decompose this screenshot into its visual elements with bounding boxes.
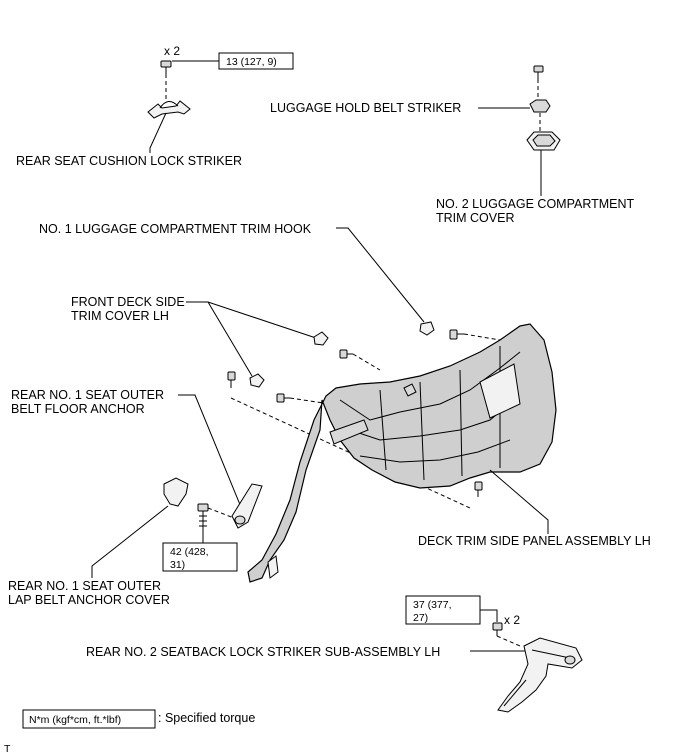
cushion-striker-leader: [149, 112, 167, 153]
corner-mark: T: [4, 743, 11, 755]
front-deck-side-trim-cover-label-line2: TRIM COVER LH: [71, 309, 169, 323]
no1-luggage-trim-hook-icon: [419, 321, 435, 336]
lap-belt-cover-leader: [91, 505, 169, 578]
panel-clip-dash-line: [463, 333, 501, 341]
belt-anchor-torque-box: [162, 542, 238, 572]
clip1-dash-line: [352, 353, 381, 371]
no2-luggage-trim-cover-label-line1: NO. 2 LUGGAGE COMPARTMENT: [436, 197, 635, 211]
cushion-striker-bolt-icon: [160, 60, 172, 74]
no2-luggage-compartment-trim-cover-icon: [526, 131, 561, 151]
belt-anchor-bolt-icon: [197, 503, 209, 534]
lap-belt-anchor-cover-icon: [163, 477, 189, 507]
no1-luggage-trim-hook-label: NO. 1 LUGGAGE COMPARTMENT TRIM HOOK: [39, 222, 312, 236]
deck-trim-panel-leader: [489, 469, 549, 534]
cushion-striker-bolt-quantity: x 2: [164, 44, 180, 58]
seatback-striker-dash-line: [496, 635, 521, 647]
torque-legend-meaning: : Specified torque: [158, 711, 255, 725]
panel-lower-clip-icon: [474, 481, 483, 497]
rear-no2-seatback-lock-striker-icon: [497, 637, 583, 713]
no2-luggage-trim-cover-label-line2: TRIM COVER: [436, 211, 514, 225]
rear-no2-seatback-lock-striker-label: REAR NO. 2 SEATBACK LOCK STRIKER SUB-ASS…: [86, 645, 440, 659]
luggage-belt-striker-bolt-icon: [533, 65, 544, 79]
trim-clip-icon-1: [339, 349, 353, 359]
trim-hook-leader: [336, 227, 425, 323]
belt-anchor-torque-value-line1: 42 (428,: [170, 546, 209, 558]
panel-clip-bolt-icon: [449, 329, 464, 340]
trim-clip-icon-3: [276, 393, 290, 403]
torque-legend-box: [22, 709, 156, 729]
torque-legend-unit: N*m (kgf*cm, ft.*lbf): [29, 714, 121, 726]
front-deck-side-trim-cover-icon-upper: [313, 331, 329, 346]
trim-clip-icon-2: [227, 371, 236, 388]
lap-belt-anchor-cover-label-line1: REAR NO. 1 SEAT OUTER: [8, 579, 161, 593]
front-deck-trim-leader-lower: [207, 301, 253, 377]
front-deck-side-trim-cover-icon-lower: [249, 373, 265, 388]
panel-lower-dash-line: [230, 397, 471, 509]
luggage-hold-belt-striker-label: LUGGAGE HOLD BELT STRIKER: [270, 101, 461, 115]
rear-seat-cushion-lock-striker-label: REAR SEAT CUSHION LOCK STRIKER: [16, 154, 242, 168]
seatback-striker-torque-value-line1: 37 (377,: [413, 599, 452, 611]
belt-anchor-torque-value-line2: 31): [170, 559, 185, 571]
seatback-striker-bolt-icon: [492, 622, 503, 636]
rear-no1-seat-outer-belt-floor-anchor-icon: [231, 483, 263, 529]
front-deck-side-trim-cover-label-line1: FRONT DECK SIDE: [71, 295, 185, 309]
deck-trim-side-panel-label: DECK TRIM SIDE PANEL ASSEMBLY LH: [418, 534, 651, 548]
front-deck-trim-leader-upper: [186, 301, 317, 339]
seatback-striker-bolt-quantity: x 2: [504, 613, 520, 627]
belt-floor-anchor-label-line1: REAR NO. 1 SEAT OUTER: [11, 388, 164, 402]
rear-seat-cushion-lock-striker-icon: [147, 100, 191, 119]
seatback-striker-torque-leader: [480, 609, 498, 622]
luggage-hold-belt-striker-icon: [529, 99, 551, 113]
seatback-striker-torque-value-line2: 27): [413, 612, 428, 624]
cushion-striker-torque-value: 13 (127, 9): [226, 56, 277, 68]
deck-trim-side-panel-assembly-icon: [247, 323, 557, 583]
lap-belt-anchor-cover-label-line2: LAP BELT ANCHOR COVER: [8, 593, 170, 607]
belt-floor-anchor-leader: [178, 394, 244, 513]
belt-bolt-dash-line: [207, 507, 235, 519]
belt-floor-anchor-label-line2: BELT FLOOR ANCHOR: [11, 402, 145, 416]
